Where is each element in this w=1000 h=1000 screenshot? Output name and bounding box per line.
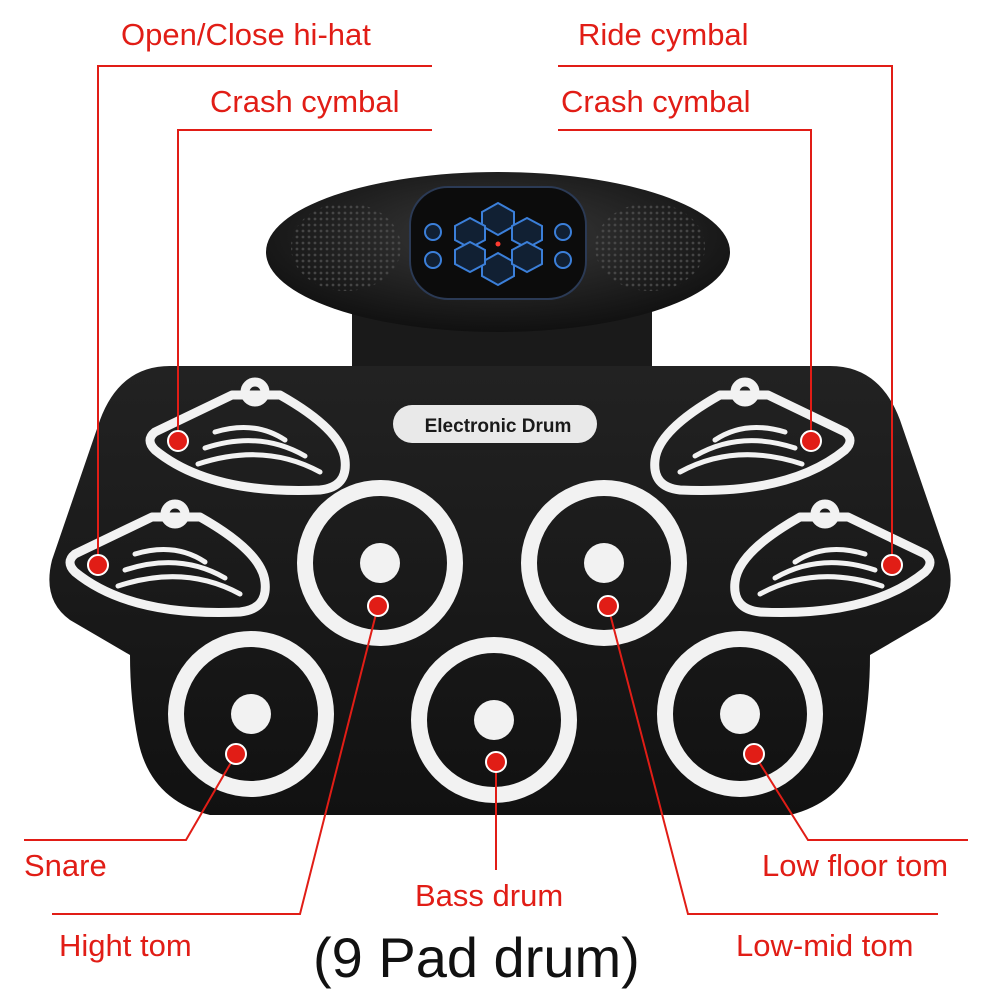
drum-pad-bass bbox=[411, 637, 577, 803]
dot-snare bbox=[225, 743, 247, 765]
drum-pad-low-floor-tom bbox=[657, 631, 823, 797]
label-snare: Snare bbox=[24, 848, 107, 883]
button-right-top bbox=[511, 216, 543, 250]
dot-hight-tom bbox=[367, 595, 389, 617]
leader-hight-tom bbox=[52, 605, 379, 915]
marker-dots bbox=[87, 430, 903, 773]
button-tempo-down bbox=[554, 251, 572, 269]
cymbal-pad-ride bbox=[730, 499, 935, 617]
dot-crash-right bbox=[800, 430, 822, 452]
button-vol-up bbox=[424, 223, 442, 241]
leader-crash-right bbox=[558, 129, 812, 441]
leader-lines bbox=[24, 65, 968, 915]
speaker-grill-left bbox=[291, 203, 401, 291]
leader-snare bbox=[24, 753, 237, 841]
control-unit bbox=[266, 172, 730, 332]
drum-pad-hight-tom bbox=[297, 480, 463, 646]
drum-pad-low-mid-tom bbox=[521, 480, 687, 646]
speaker-grill-right bbox=[595, 203, 705, 291]
label-ride-cymbal: Ride cymbal bbox=[578, 17, 749, 52]
cymbal-pad-hihat bbox=[65, 499, 270, 617]
center-led bbox=[495, 241, 501, 247]
control-buttons bbox=[424, 201, 572, 287]
button-vol-down bbox=[424, 251, 442, 269]
button-play bbox=[481, 251, 515, 287]
button-rec bbox=[454, 240, 486, 274]
leader-ride-cymbal bbox=[558, 65, 893, 565]
label-hight-tom: Hight tom bbox=[59, 928, 192, 963]
dot-ride-cymbal bbox=[881, 554, 903, 576]
leader-low-floor-tom bbox=[753, 753, 968, 841]
label-low-floor-tom: Low floor tom bbox=[762, 848, 949, 883]
brand-text: Electronic Drum bbox=[425, 416, 572, 437]
label-crash-cymbal-left: Crash cymbal bbox=[210, 84, 400, 119]
leader-crash-left bbox=[177, 129, 432, 441]
dot-crash-left bbox=[167, 430, 189, 452]
button-right-bottom bbox=[511, 240, 543, 274]
label-low-mid-tom: Low-mid tom bbox=[736, 928, 914, 963]
button-tempo-up bbox=[554, 223, 572, 241]
dot-bass-drum bbox=[485, 751, 507, 773]
brand-plate bbox=[393, 405, 597, 443]
leader-open-close-hihat bbox=[97, 65, 432, 565]
leader-low-mid-tom bbox=[607, 605, 938, 915]
cymbal-pad-crash-right bbox=[650, 377, 855, 495]
dot-low-floor-tom bbox=[743, 743, 765, 765]
button-rhythm bbox=[454, 216, 486, 250]
dot-open-close-hihat bbox=[87, 554, 109, 576]
dot-low-mid-tom bbox=[597, 595, 619, 617]
label-crash-cymbal-right: Crash cymbal bbox=[561, 84, 751, 119]
drum-pad-snare bbox=[168, 631, 334, 797]
caption-9-pad-drum: (9 Pad drum) bbox=[313, 926, 640, 989]
label-bass-drum: Bass drum bbox=[415, 878, 564, 913]
label-open-close-hihat: Open/Close hi-hat bbox=[121, 17, 371, 52]
cymbal-pad-crash-left bbox=[145, 377, 350, 495]
